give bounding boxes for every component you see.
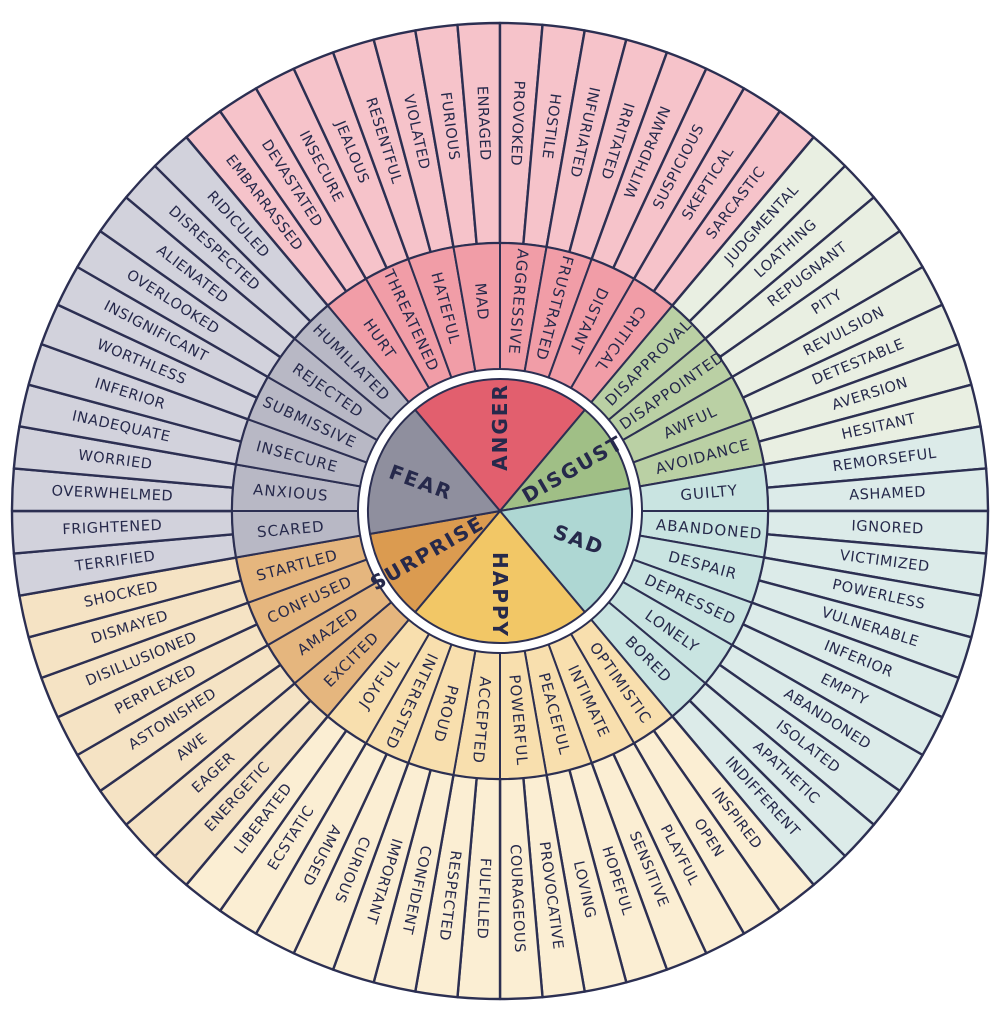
happy-outer-label-courageous: COURAGEOUS bbox=[507, 844, 528, 954]
sad-outer-label-ignored: IGNORED bbox=[851, 518, 924, 537]
disgust-core-wedge bbox=[499, 408, 631, 512]
anger-core-label: ANGER bbox=[488, 383, 512, 471]
sad-core-wedge bbox=[499, 487, 633, 614]
happy-core-wedge bbox=[414, 510, 586, 645]
happy-outer-label-fulfilled: FULFILLED bbox=[473, 858, 493, 940]
sad-outer-label-ashamed: ASHAMED bbox=[849, 484, 927, 503]
fear-middle-cell-humiliated bbox=[293, 304, 410, 421]
fear-middle-label-scared: SCARED bbox=[256, 517, 325, 541]
fear-outer-label-overwhelmed: OVERWHELMED bbox=[51, 483, 173, 504]
anger-outer-label-enraged: ENRAGED bbox=[473, 86, 492, 162]
fear-core-wedge bbox=[367, 408, 501, 535]
surprise-core-wedge bbox=[369, 510, 501, 614]
anger-core-wedge bbox=[414, 377, 586, 512]
anger-middle-label-mad: MAD bbox=[471, 282, 492, 321]
happy-core-label: HAPPY bbox=[488, 552, 512, 638]
anger-outer-label-provoked: PROVOKED bbox=[507, 80, 527, 166]
fear-outer-label-frightened: FRIGHTENED bbox=[62, 518, 163, 538]
sad-middle-label-guilty: GUILTY bbox=[680, 481, 739, 504]
